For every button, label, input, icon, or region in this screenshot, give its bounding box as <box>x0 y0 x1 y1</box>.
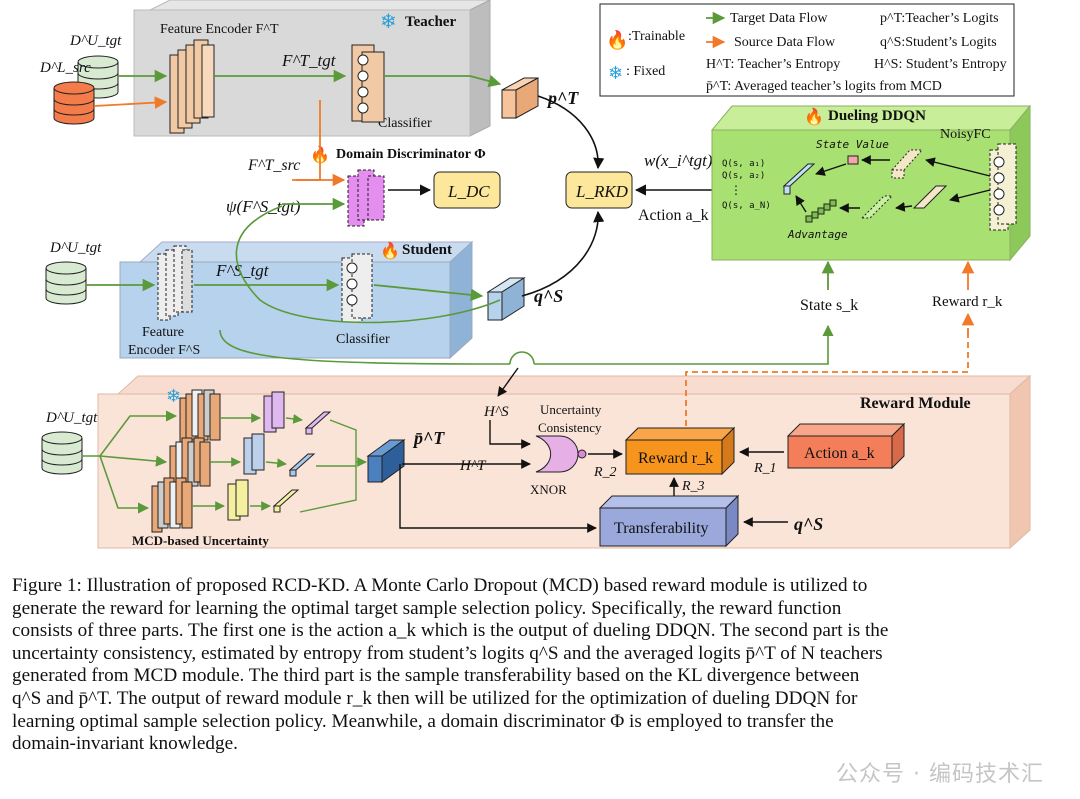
caption-line: domain-invariant knowledge. <box>12 733 238 755</box>
flame-icon: 🔥 <box>606 29 628 50</box>
svg-text:Encoder F^S: Encoder F^S <box>128 343 200 358</box>
teacher-block: Feature Encoder F^T Classifier Teacher ❄… <box>133 0 502 137</box>
svg-text:XNOR: XNOR <box>530 482 567 497</box>
teacher-data-src: D^L_src <box>39 60 95 125</box>
xnor-gate <box>535 435 587 473</box>
svg-text:p^T:Teacher’s Logits: p^T:Teacher’s Logits <box>880 11 999 26</box>
flame-icon: 🔥 <box>804 107 824 126</box>
domain-discriminator: 🔥 Domain Discriminator Φ F^T_src ψ(F^S_t… <box>226 145 501 227</box>
teacher-classifier <box>351 44 385 123</box>
legend-box: 🔥 :Trainable ❄ : Fixed Target Data Flow … <box>599 3 1015 97</box>
svg-text:Source Data Flow: Source Data Flow <box>734 35 836 50</box>
svg-text:Transferability: Transferability <box>614 520 709 537</box>
svg-text:F^S_tgt: F^S_tgt <box>215 261 270 280</box>
svg-text:ψ(F^S_tgt): ψ(F^S_tgt) <box>226 197 301 216</box>
svg-text:F^T_src: F^T_src <box>247 157 300 174</box>
svg-text:Consistency: Consistency <box>538 420 602 435</box>
caption-line: uncertainty consistency, estimated by en… <box>12 642 883 664</box>
dueling-ddqn-block: 🔥 Dueling DDQN State Value Advantage Noi… <box>710 104 1032 262</box>
svg-text:R_1: R_1 <box>753 461 777 476</box>
svg-text:D^U_tgt: D^U_tgt <box>69 33 122 49</box>
svg-text:Feature: Feature <box>142 325 184 340</box>
noisy-fc-layer <box>989 143 1017 231</box>
svg-text:NoisyFC: NoisyFC <box>940 127 991 142</box>
student-encoder-stack <box>157 245 193 321</box>
svg-text:Classifier: Classifier <box>336 332 390 347</box>
svg-text:Q(s, a₂): Q(s, a₂) <box>722 171 765 181</box>
caption-line: generate the reward for learning the opt… <box>12 597 842 619</box>
svg-text:L_RKD: L_RKD <box>575 182 629 201</box>
svg-text:State Value: State Value <box>816 138 889 151</box>
svg-text:Reward r_k: Reward r_k <box>638 450 713 467</box>
snowflake-icon: ❄ <box>608 63 623 83</box>
averaged-teacher-logits: p̄^T <box>366 428 445 483</box>
caption-line: q^S and p̄^T. The output of reward modul… <box>12 687 858 709</box>
svg-text::Trainable: :Trainable <box>628 29 685 44</box>
student-logits: q^S <box>486 277 563 321</box>
svg-text:w(x_i^tgt): w(x_i^tgt) <box>644 151 713 170</box>
svg-text:Reward Module: Reward Module <box>860 395 971 412</box>
student-classifier <box>341 253 373 323</box>
caption-line: generated from MCD module. The third par… <box>12 665 860 687</box>
state-label: State s_k <box>800 297 858 314</box>
flame-icon: 🔥 <box>380 241 400 260</box>
rkd-loss: L_RKD w(x_i^tgt) Action a_k <box>565 151 713 224</box>
snowflake-icon: ❄ <box>166 386 181 406</box>
teacher-encoder-label: Feature Encoder F^T <box>160 22 279 37</box>
svg-text:⋮: ⋮ <box>730 183 742 197</box>
loss-dc: L_DC <box>447 182 490 201</box>
svg-text:Action a_k: Action a_k <box>638 207 709 224</box>
svg-text:MCD-based Uncertainty: MCD-based Uncertainty <box>132 533 269 548</box>
teacher-logits: p^T <box>501 77 579 119</box>
reward-data-tgt: D^U_tgt <box>41 410 98 475</box>
teacher-feature-label: F^T_tgt <box>281 51 337 70</box>
svg-text:Uncertainty: Uncertainty <box>540 402 602 417</box>
svg-text:D^U_tgt: D^U_tgt <box>49 240 102 256</box>
svg-text:D^L_src: D^L_src <box>39 60 91 76</box>
teacher-title: Teacher <box>405 14 456 30</box>
teacher-entropy-label: H^T <box>459 458 487 474</box>
svg-text:Student: Student <box>402 242 452 258</box>
svg-text:R_2: R_2 <box>593 465 617 480</box>
action-box: Action a_k <box>786 422 906 470</box>
svg-text:p̄^T: Averaged teacher’s logit: p̄^T: Averaged teacher’s logits from MCD <box>706 79 942 94</box>
mcd-teacher-stacks <box>151 389 332 533</box>
svg-text:D^U_tgt: D^U_tgt <box>45 410 98 426</box>
student-entropy-label: H^S <box>483 404 509 420</box>
teacher-classifier-label: Classifier <box>378 116 432 131</box>
svg-text:p^T: p^T <box>546 88 579 108</box>
svg-text:q^S: q^S <box>794 514 823 534</box>
svg-text:q^S: q^S <box>534 286 563 306</box>
rcd-kd-figure: Feature Encoder F^T Classifier Teacher ❄… <box>39 0 1032 550</box>
svg-text:Q(s, a₁): Q(s, a₁) <box>722 159 765 169</box>
student-data-tgt: D^U_tgt <box>45 240 102 305</box>
svg-text:Advantage: Advantage <box>787 228 848 241</box>
svg-text:: Fixed: : Fixed <box>626 64 665 79</box>
svg-text:q^S:Student’s Logits: q^S:Student’s Logits <box>880 35 997 50</box>
svg-text:Domain Discriminator Φ: Domain Discriminator Φ <box>336 147 486 162</box>
reward-label: Reward r_k <box>932 294 1003 310</box>
watermark: 公众号 · 编码技术汇 <box>836 762 1044 787</box>
svg-text:H^T: Teacher’s Entropy: H^T: Teacher’s Entropy <box>706 57 840 72</box>
svg-text:Action a_k: Action a_k <box>804 445 875 462</box>
svg-text:Target Data Flow: Target Data Flow <box>730 11 828 26</box>
svg-text:H^S: Student’s Entropy: H^S: Student’s Entropy <box>874 57 1007 72</box>
svg-text:Q(s, a_N): Q(s, a_N) <box>722 201 771 211</box>
caption-line: Figure 1: Illustration of proposed RCD-K… <box>12 575 868 596</box>
transferability-box: Transferability <box>598 494 740 548</box>
svg-text:Dueling DDQN: Dueling DDQN <box>828 108 926 124</box>
teacher-encoder-stack <box>169 39 215 134</box>
caption-line: consists of three parts. The first one i… <box>12 620 889 642</box>
snowflake-icon: ❄ <box>380 11 397 33</box>
figure-caption: Figure 1: Illustration of proposed RCD-K… <box>12 575 1068 756</box>
reward-box: Reward r_k <box>624 426 736 476</box>
caption-line: learning optimal sample selection policy… <box>12 710 834 732</box>
svg-text:R_3: R_3 <box>681 479 705 494</box>
svg-text:p̄^T: p̄^T <box>412 428 445 448</box>
student-block: 🔥 Student Feature Encoder F^S Classifier… <box>119 240 484 360</box>
